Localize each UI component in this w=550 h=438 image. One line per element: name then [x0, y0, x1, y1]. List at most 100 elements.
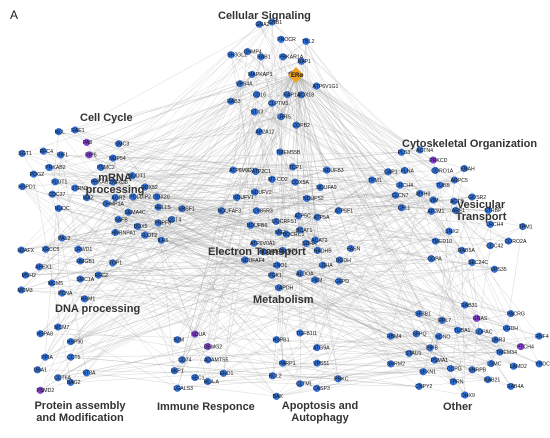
- gene-node-circle: [282, 230, 290, 238]
- edge: [100, 167, 436, 242]
- gene-node-mapkap1: MAPKAP1: [248, 70, 273, 78]
- gene-node-label: BCAT1: [296, 228, 312, 234]
- edge: [472, 245, 491, 370]
- edge: [250, 152, 402, 226]
- gene-node-label: CYB5R3: [253, 209, 273, 215]
- gene-node-label: RAP1: [297, 59, 311, 65]
- edge: [37, 124, 297, 370]
- edge: [490, 226, 523, 246]
- edge: [158, 207, 273, 376]
- gene-node-circle: [319, 261, 327, 269]
- gene-node-ndufa5: NDUFA5: [259, 248, 280, 256]
- gene-node-circle: [71, 184, 79, 192]
- hub-edge: [207, 74, 297, 347]
- gene-node-rif1: RIF1: [57, 151, 68, 159]
- edge: [171, 219, 451, 369]
- edge: [70, 265, 278, 342]
- gene-node-label: HSPB1: [272, 337, 289, 343]
- gene-node-label: UQCRC1: [282, 232, 304, 238]
- gene-node-circle: [250, 239, 258, 247]
- gene-node-label: RAB5A: [458, 248, 476, 254]
- edge: [144, 179, 455, 188]
- edge: [58, 131, 540, 365]
- gene-node-label: RNF4: [535, 334, 549, 340]
- edge: [39, 266, 443, 321]
- edge: [98, 274, 339, 379]
- gene-node-circle: [141, 231, 149, 239]
- gene-node-label: ATP5C: [294, 214, 311, 220]
- edge: [223, 103, 273, 374]
- edge: [239, 83, 251, 226]
- gene-node-prkab2: PRKAB2: [45, 163, 66, 171]
- edge: [431, 211, 473, 263]
- edge: [84, 275, 273, 300]
- edge: [181, 171, 256, 209]
- edge: [57, 219, 172, 378]
- gene-node-label: HADHB: [314, 248, 333, 254]
- edge: [455, 210, 522, 347]
- edge: [291, 74, 340, 261]
- gene-node-label: NDUFB6: [247, 223, 268, 229]
- gene-node-circle: [71, 126, 79, 134]
- hub-edge: [271, 74, 297, 180]
- gene-node-label: TPM1: [368, 178, 382, 184]
- hub-edge: [295, 74, 509, 242]
- gene-node-circle: [294, 212, 302, 220]
- gene-node-label: GNB1: [268, 20, 282, 26]
- gene-node-label: BCL2: [269, 374, 282, 380]
- gene-node-circle: [36, 330, 44, 338]
- hub-edge: [278, 74, 297, 233]
- gene-node-hadhb: HADHB: [314, 246, 333, 254]
- gene-node-tmed10: TMED10: [431, 237, 452, 245]
- gene-node-circle: [275, 228, 283, 236]
- cat-title-cellsig: Cellular Signaling: [218, 10, 311, 22]
- gene-node-acat2: ACAT2: [311, 236, 328, 244]
- gene-node-prkab: PRKAB: [91, 178, 109, 186]
- gene-node-label: APEX1: [35, 265, 52, 271]
- gene-node-pogz: POGZ: [30, 170, 44, 178]
- edge: [112, 181, 175, 371]
- gene-node-circle: [276, 148, 284, 156]
- edge: [100, 24, 260, 168]
- gene-node-rab3: RAB3: [227, 97, 241, 105]
- gene-node-label: H2AFX: [17, 248, 34, 254]
- gene-node-circle: [387, 332, 395, 340]
- edge: [158, 222, 280, 288]
- gene-node-ndufb6: NDUFB6: [247, 221, 268, 229]
- edge: [61, 94, 302, 294]
- gene-node-circle: [157, 236, 166, 244]
- gene-node-label: LGALS3: [173, 386, 193, 392]
- gene-node-hnrnpa1: HNRNPA1: [111, 228, 136, 236]
- gene-node-label: TPRN: [449, 379, 463, 385]
- gene-node-label: PCNA: [58, 291, 73, 297]
- edge: [231, 101, 465, 169]
- edge: [21, 41, 307, 251]
- edge: [22, 61, 302, 154]
- edge: [22, 186, 420, 314]
- gene-node-taldo1: TALDO1: [278, 246, 298, 254]
- node-layer: GNB1PROCRPRKAR1ATBL2RAP1STX4ATP6V1G1DDX1…: [17, 18, 550, 400]
- gene-node-label: GNAS: [473, 316, 488, 322]
- gene-node-circle: [484, 376, 492, 384]
- gene-node-nono: NONO: [435, 332, 450, 340]
- edge: [70, 197, 238, 342]
- edge: [33, 116, 282, 175]
- gene-node-ptch4: PTCH4: [517, 343, 534, 350]
- gene-node-chmp1a: CHMP1A: [102, 200, 125, 207]
- gene-node-label: CDC42: [486, 243, 503, 249]
- edge: [112, 21, 273, 159]
- gene-node-label: DDX18: [297, 93, 314, 99]
- gene-node-pa12: PA12: [58, 234, 70, 242]
- edge: [60, 154, 196, 335]
- edge: [322, 262, 473, 266]
- gene-node-label: TALDO1: [278, 248, 298, 254]
- edge: [57, 346, 208, 378]
- gene-node-label: UGDH: [336, 258, 352, 264]
- gene-node-ndufaf4: NDUFAF4: [241, 256, 265, 264]
- gene-node-circle: [429, 156, 437, 164]
- edge: [194, 259, 246, 335]
- edge: [299, 331, 480, 384]
- gene-node-label: MSH2: [21, 273, 36, 279]
- edge: [279, 151, 436, 242]
- gene-node-hells: HELLS: [154, 203, 171, 211]
